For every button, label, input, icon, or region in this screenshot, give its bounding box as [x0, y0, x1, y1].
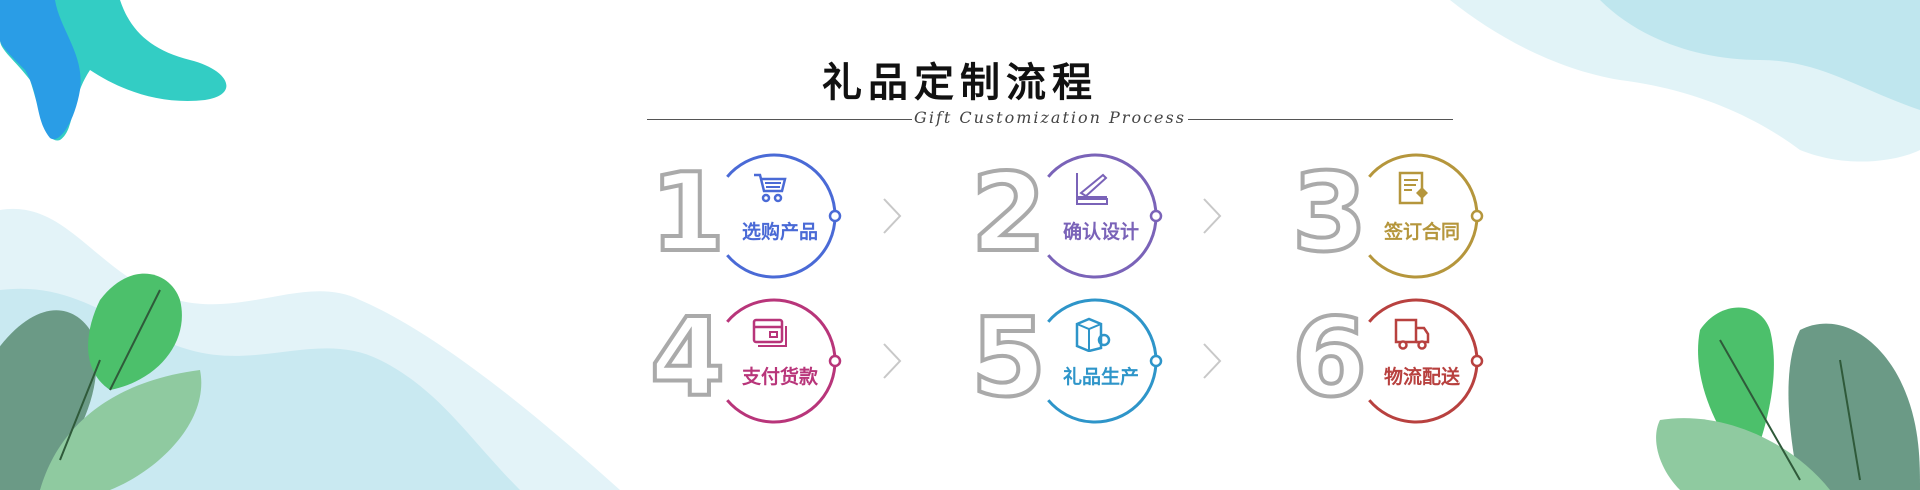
step-number: 2 [969, 151, 1048, 276]
step-6: 6 物流配送 [1290, 296, 1492, 426]
ring-dot [1470, 354, 1484, 368]
ring-dot [828, 354, 842, 368]
step-ring [726, 153, 842, 279]
step-label: 礼品生产 [1063, 366, 1140, 388]
design-ruler-icon [1076, 173, 1108, 205]
divider-left [647, 119, 912, 120]
step-2: 2 确认设计 [969, 151, 1171, 281]
ring-dot [828, 209, 842, 223]
step-ring [1047, 153, 1163, 279]
chevron-right-icon [880, 196, 904, 236]
ring-dot [1149, 354, 1163, 368]
contract-icon [1398, 171, 1428, 205]
step-5: 5 礼品生产 [969, 296, 1171, 426]
step-1: 1 选购产品 [648, 151, 850, 281]
step-ring [1368, 298, 1484, 424]
step-label: 支付货款 [742, 366, 819, 388]
step-number: 4 [648, 296, 727, 421]
ring-dot [1149, 209, 1163, 223]
step-number: 3 [1290, 151, 1369, 276]
divider-right [1188, 119, 1453, 120]
step-ring [1047, 298, 1163, 424]
step-number: 5 [969, 296, 1048, 421]
step-label: 确认设计 [1063, 221, 1140, 243]
payment-card-icon [752, 318, 787, 347]
chevron-right-icon [880, 341, 904, 381]
step-number: 1 [648, 151, 727, 276]
step-4: 4 支付货款 [648, 296, 850, 426]
subtitle-row: Gift Customization Process [647, 108, 1453, 130]
step-number: 6 [1290, 296, 1369, 421]
ring-dot [1470, 209, 1484, 223]
shopping-cart-icon [754, 173, 787, 203]
production-box-icon [1075, 317, 1111, 352]
chevron-right-icon [1200, 196, 1224, 236]
chevron-right-icon [1200, 341, 1224, 381]
step-3: 3 签订合同 [1290, 151, 1492, 281]
step-label: 物流配送 [1384, 366, 1461, 388]
step-label: 签订合同 [1384, 221, 1461, 243]
subtitle: Gift Customization Process [914, 108, 1186, 127]
step-label: 选购产品 [742, 221, 819, 243]
page-title: 礼品定制流程 [822, 60, 1098, 106]
step-ring [1368, 153, 1484, 279]
delivery-truck-icon [1394, 318, 1430, 350]
step-ring [726, 298, 842, 424]
